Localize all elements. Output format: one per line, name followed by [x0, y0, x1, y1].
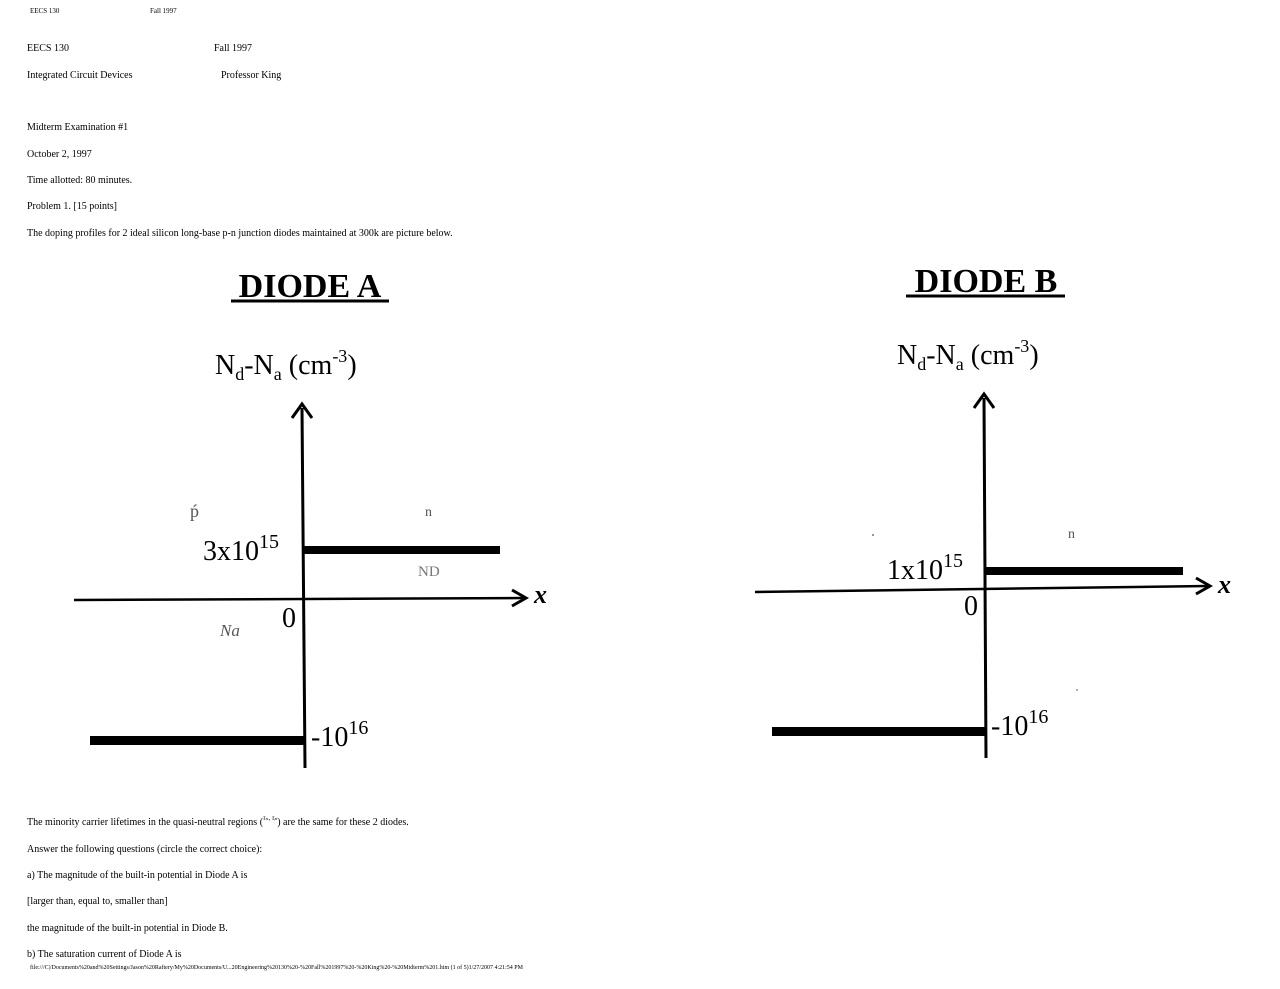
diode-b-pos-label: 1x1015 — [887, 550, 963, 586]
header-professor: Professor King — [221, 70, 282, 81]
problem-intro: The doping profiles for 2 ideal silicon … — [27, 228, 453, 239]
exam-date: October 2, 1997 — [27, 149, 92, 160]
diode-a-x-axis — [73, 596, 525, 602]
diode-a-handwritten-na: Na — [219, 621, 240, 640]
running-header-course: EECS 130 — [30, 7, 60, 15]
diode-b-speck — [872, 534, 874, 536]
diode-b-n-side-bar — [985, 567, 1183, 575]
diode-b-y-axis-label: Nd-Na (cm-3) — [897, 336, 1039, 374]
diode-a-y-arrowhead — [290, 401, 314, 419]
header-course-title: Integrated Circuit Devices — [27, 70, 133, 81]
question-a-end: the magnitude of the built-in potential … — [27, 923, 228, 934]
diode-b-x-label: x — [1217, 570, 1231, 599]
question-a-choices: [larger than, equal to, smaller than] — [27, 896, 168, 907]
diode-b-y-axis — [982, 397, 988, 759]
header-term: Fall 1997 — [214, 43, 253, 54]
doping-profiles-figure: DIODE A Nd-Na (cm-3) x 0 3x1015 -1016 ṕ … — [73, 263, 1231, 769]
footer-file-path: file:///C|/Documents%20and%20Settings/Ja… — [30, 965, 523, 971]
diode-b-x-arrowhead — [1195, 576, 1214, 596]
diode-a-handwritten-nd: ND — [418, 564, 440, 580]
diode-a-figure: DIODE A Nd-Na (cm-3) x 0 3x1015 -1016 ṕ … — [73, 268, 547, 769]
diode-a-handwritten-p: ṕ — [190, 501, 199, 521]
diode-b-origin: 0 — [964, 591, 978, 622]
diode-b-p-side-bar — [772, 727, 986, 736]
diode-a-p-side-bar — [90, 736, 304, 745]
diode-b-handwritten-n: n — [1068, 527, 1075, 542]
diode-a-x-label: x — [533, 580, 547, 609]
running-header-term: Fall 1997 — [150, 7, 177, 15]
tau-n-symbol: τₙ — [263, 814, 269, 822]
question-b: b) The saturation current of Diode A is — [27, 949, 182, 960]
diode-a-handwritten-n: n — [425, 505, 432, 520]
diode-b-y-arrowhead — [972, 391, 996, 409]
diode-b-title: DIODE B — [915, 263, 1058, 300]
question-a: a) The magnitude of the built-in potenti… — [27, 870, 248, 881]
diode-a-x-arrowhead — [511, 588, 530, 608]
header-course: EECS 130 — [27, 43, 69, 54]
exam-title: Midterm Examination #1 — [27, 122, 129, 133]
diode-b-neg-label: -1016 — [991, 706, 1048, 742]
exam-time: Time allotted: 80 minutes. — [27, 175, 133, 186]
problem-heading: Problem 1. [15 points] — [27, 201, 117, 212]
answer-instructions: Answer the following questions (circle t… — [27, 844, 263, 855]
diode-b-figure: DIODE B Nd-Na (cm-3) x 0 1x1015 -1016 n — [754, 263, 1231, 759]
diode-a-n-side-bar — [304, 546, 500, 554]
tau-p-symbol: τₚ — [271, 814, 278, 822]
diode-a-origin: 0 — [282, 603, 296, 634]
diode-a-pos-label: 3x1015 — [203, 531, 279, 567]
diode-a-y-axis — [300, 407, 307, 769]
diode-b-speck-2 — [1076, 689, 1078, 691]
diode-a-title: DIODE A — [239, 268, 382, 305]
diode-a-y-axis-label: Nd-Na (cm-3) — [215, 346, 357, 384]
diode-a-neg-label: -1016 — [311, 717, 368, 753]
lifetimes-sentence: The minority carrier lifetimes in the qu… — [27, 814, 409, 828]
diode-b-x-axis — [754, 584, 1209, 594]
